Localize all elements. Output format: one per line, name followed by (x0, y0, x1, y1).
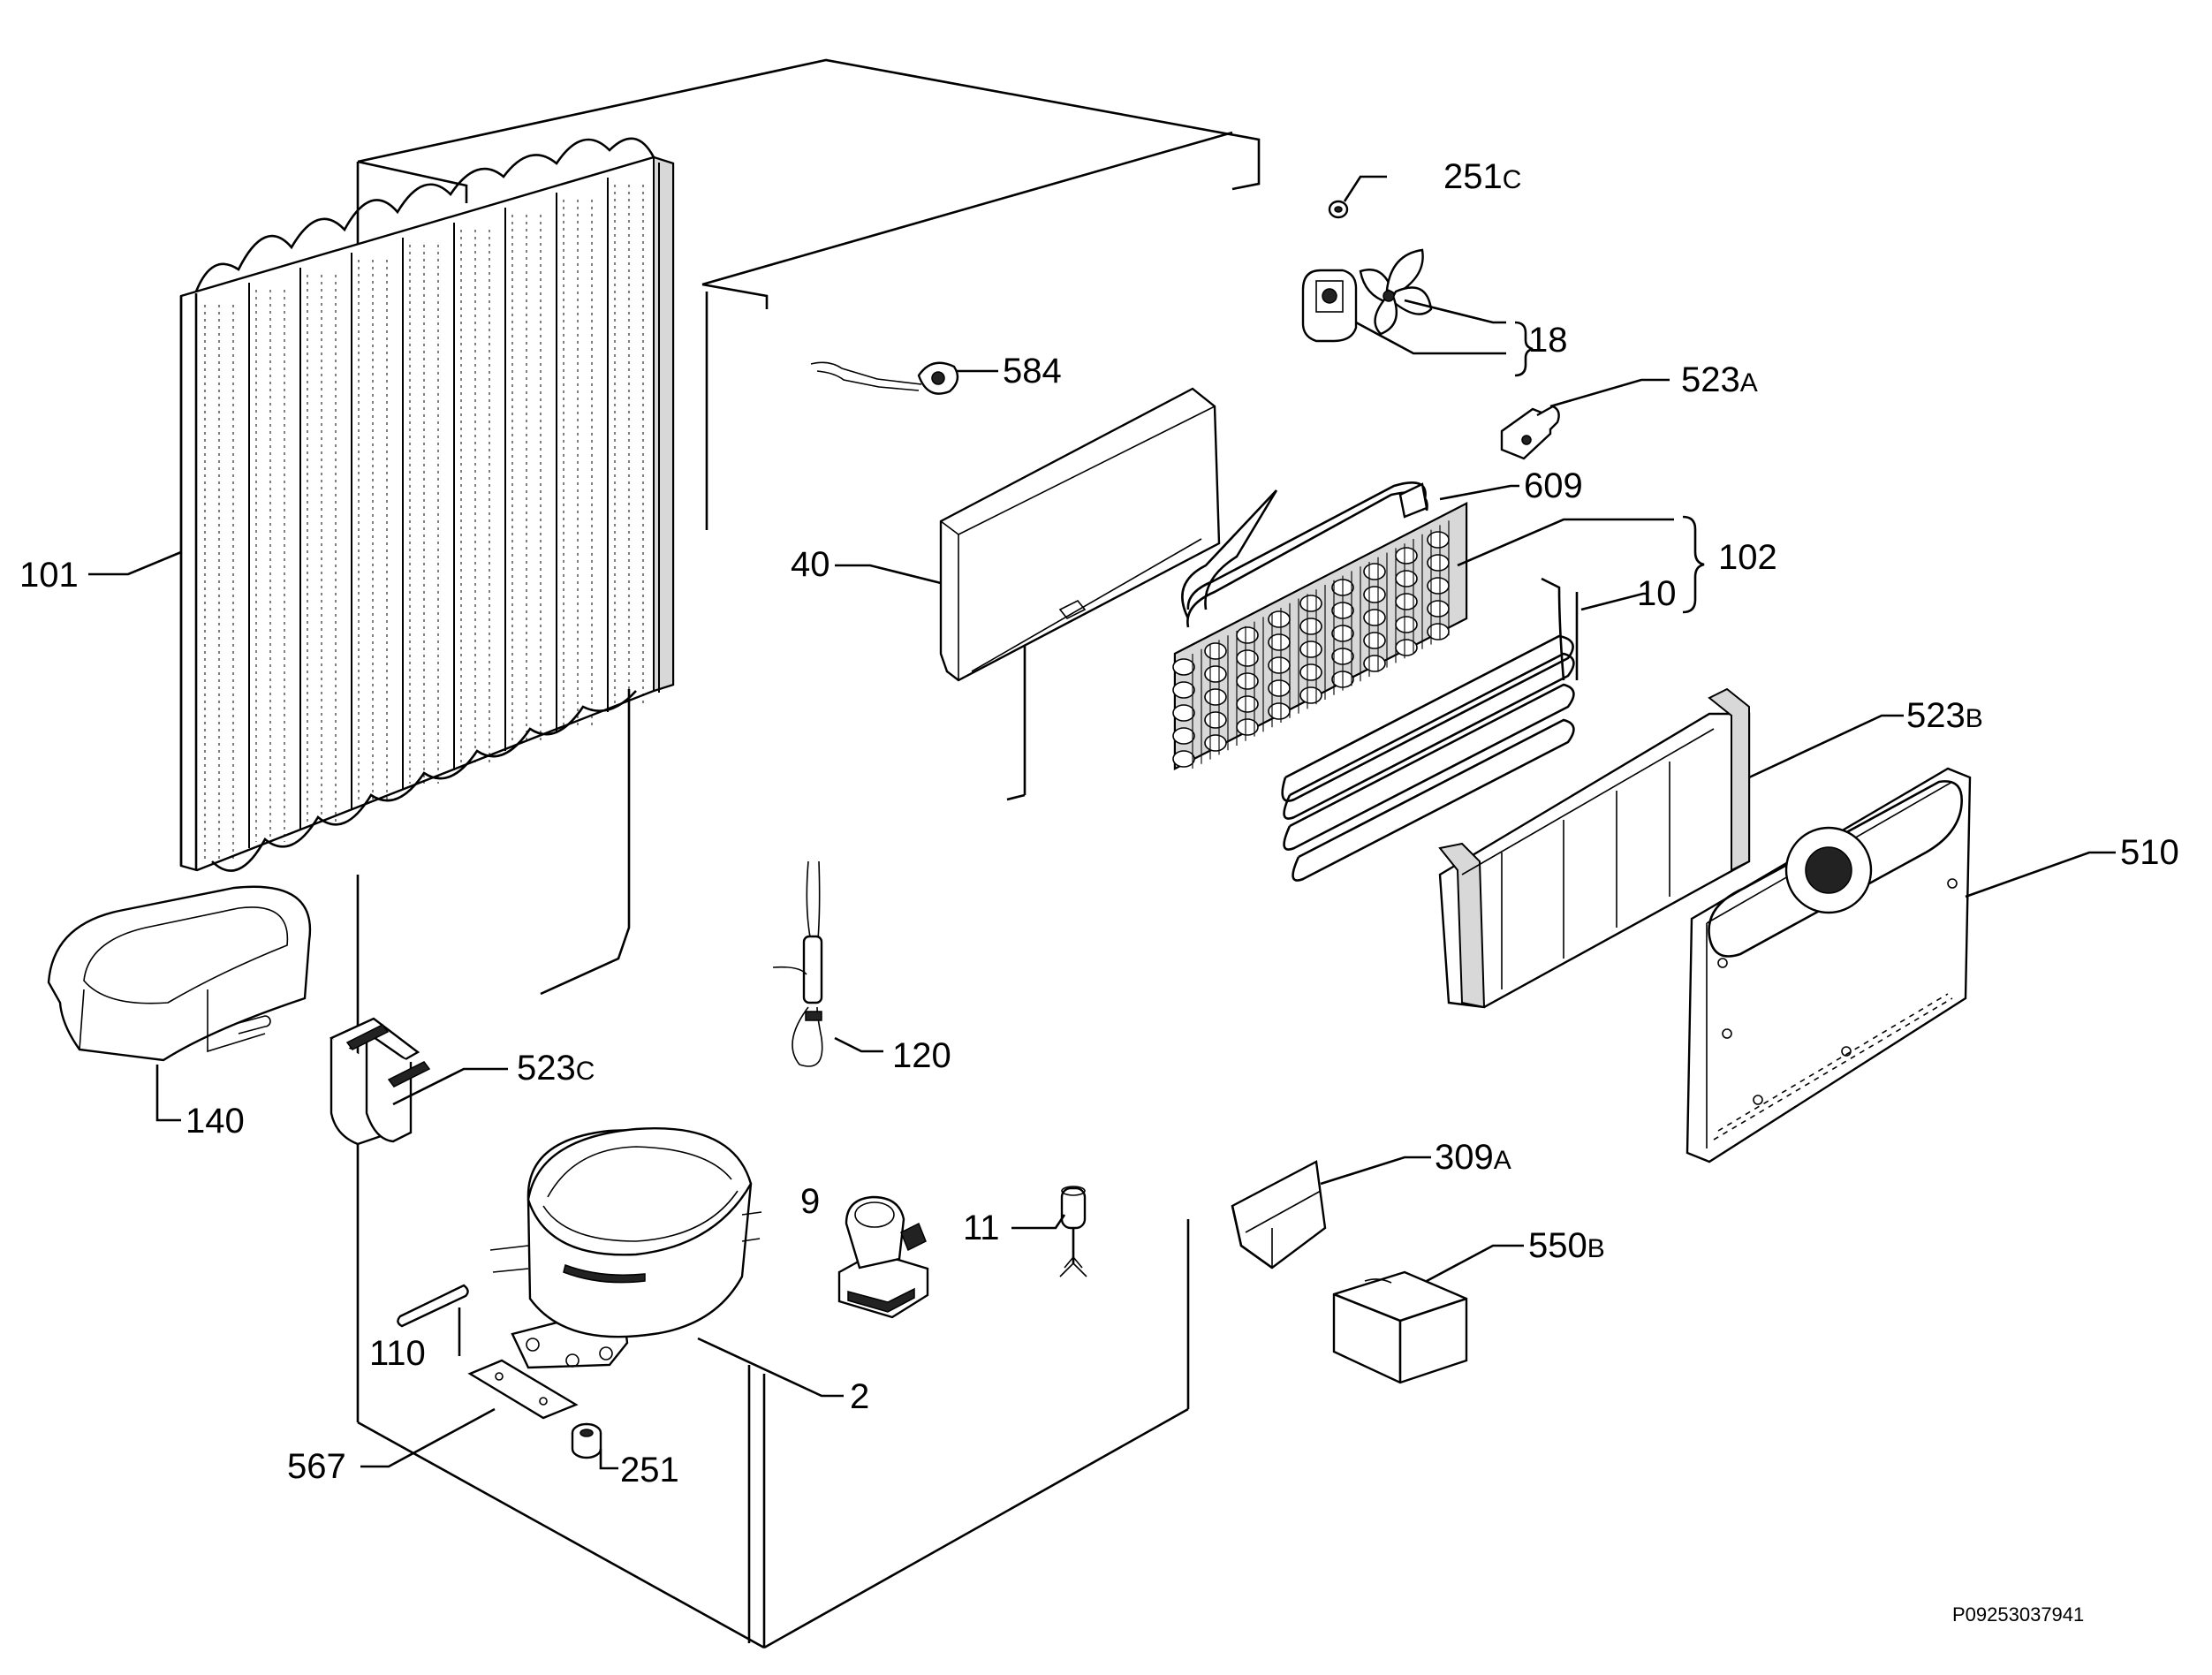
evaporator-coil-loop (1363, 655, 1386, 672)
callout-140: 140 (186, 1102, 245, 1141)
callout-251: 251 (620, 1451, 679, 1489)
evaporator-coil-loop (1204, 711, 1227, 729)
nut-251c (1328, 200, 1349, 219)
callout-510: 510 (2120, 833, 2179, 872)
callout-120: 120 (892, 1036, 951, 1075)
evaporator-coil-loop (1172, 681, 1195, 699)
callout-40: 40 (791, 545, 830, 584)
callout-102: 102 (1718, 538, 1777, 577)
condenser-101 (179, 137, 675, 996)
evaporator-coil-loop (1299, 618, 1322, 635)
evaporator-coil-loop (1204, 734, 1227, 752)
evaporator-coil-loop (1204, 665, 1227, 683)
evaporator-coil-loop (1299, 686, 1322, 704)
callout-18: 18 (1528, 321, 1568, 360)
condenser-fins (204, 163, 660, 861)
bracket-309a (1231, 1160, 1327, 1270)
document-code: P09253037941 (1952, 1603, 2084, 1626)
cabinet-outline (356, 58, 1261, 1649)
heater-10 (1281, 577, 1579, 882)
callout-251c: 251C (1443, 157, 1521, 196)
callout-609: 609 (1524, 466, 1583, 505)
evaporator-coil-loop (1172, 727, 1195, 745)
evaporator-coil-loop (1363, 563, 1386, 580)
fuse-11 (1059, 1186, 1087, 1277)
fan-motor-18 (1301, 248, 1433, 343)
duct-523b (1438, 687, 1751, 1009)
evaporator-coil-loop (1299, 640, 1322, 658)
callout-10: 10 (1637, 574, 1677, 613)
evaporator-coil-loop (1204, 688, 1227, 706)
evaporator-coil-loop (1299, 595, 1322, 612)
evaporator-coils (1172, 520, 1450, 769)
callout-584: 584 (1003, 352, 1062, 390)
evaporator-coil-loop (1363, 586, 1386, 603)
callout-labels: 101 140 523C 110 567 251 2 9 11 120 584 … (19, 157, 2179, 1489)
evaporator-609 (1172, 481, 1468, 770)
evaporator-coil-loop (1363, 609, 1386, 626)
grommet-251 (571, 1422, 602, 1459)
evaporator-coil-loop (1172, 658, 1195, 676)
leader-lines (88, 175, 2116, 1470)
drain-tray-140 (47, 885, 312, 1062)
relay-9 (837, 1195, 929, 1319)
callout-11: 11 (963, 1209, 1000, 1247)
cable-120 (772, 860, 823, 1067)
callout-101: 101 (19, 556, 79, 595)
evaporator-coil-loop (1204, 642, 1227, 660)
callout-2: 2 (850, 1377, 869, 1416)
capacitor-box-550b (1332, 1270, 1468, 1384)
clip-523c (330, 1017, 431, 1146)
plate-567 (467, 1359, 579, 1420)
evaporator-coil-loop (1172, 704, 1195, 722)
callout-550b: 550B (1528, 1226, 1605, 1265)
callout-110: 110 (369, 1334, 426, 1373)
compressor-2 (489, 1127, 762, 1369)
cover-panel-40 (939, 387, 1221, 682)
fan-cover-510 (1686, 767, 1972, 1163)
evaporator-coil-loop (1172, 750, 1195, 768)
rod-110 (397, 1284, 469, 1328)
sensor-584 (810, 361, 959, 395)
callout-9: 9 (800, 1182, 820, 1221)
callout-523a: 523A (1681, 360, 1758, 399)
callout-567: 567 (287, 1447, 346, 1486)
callout-523c: 523C (517, 1049, 595, 1088)
callout-309a: 309A (1435, 1138, 1511, 1177)
bracket-523a (1500, 405, 1560, 460)
evaporator-coil-loop (1363, 632, 1386, 649)
callout-523b: 523B (1906, 696, 1983, 735)
evaporator-coil-loop (1299, 663, 1322, 681)
